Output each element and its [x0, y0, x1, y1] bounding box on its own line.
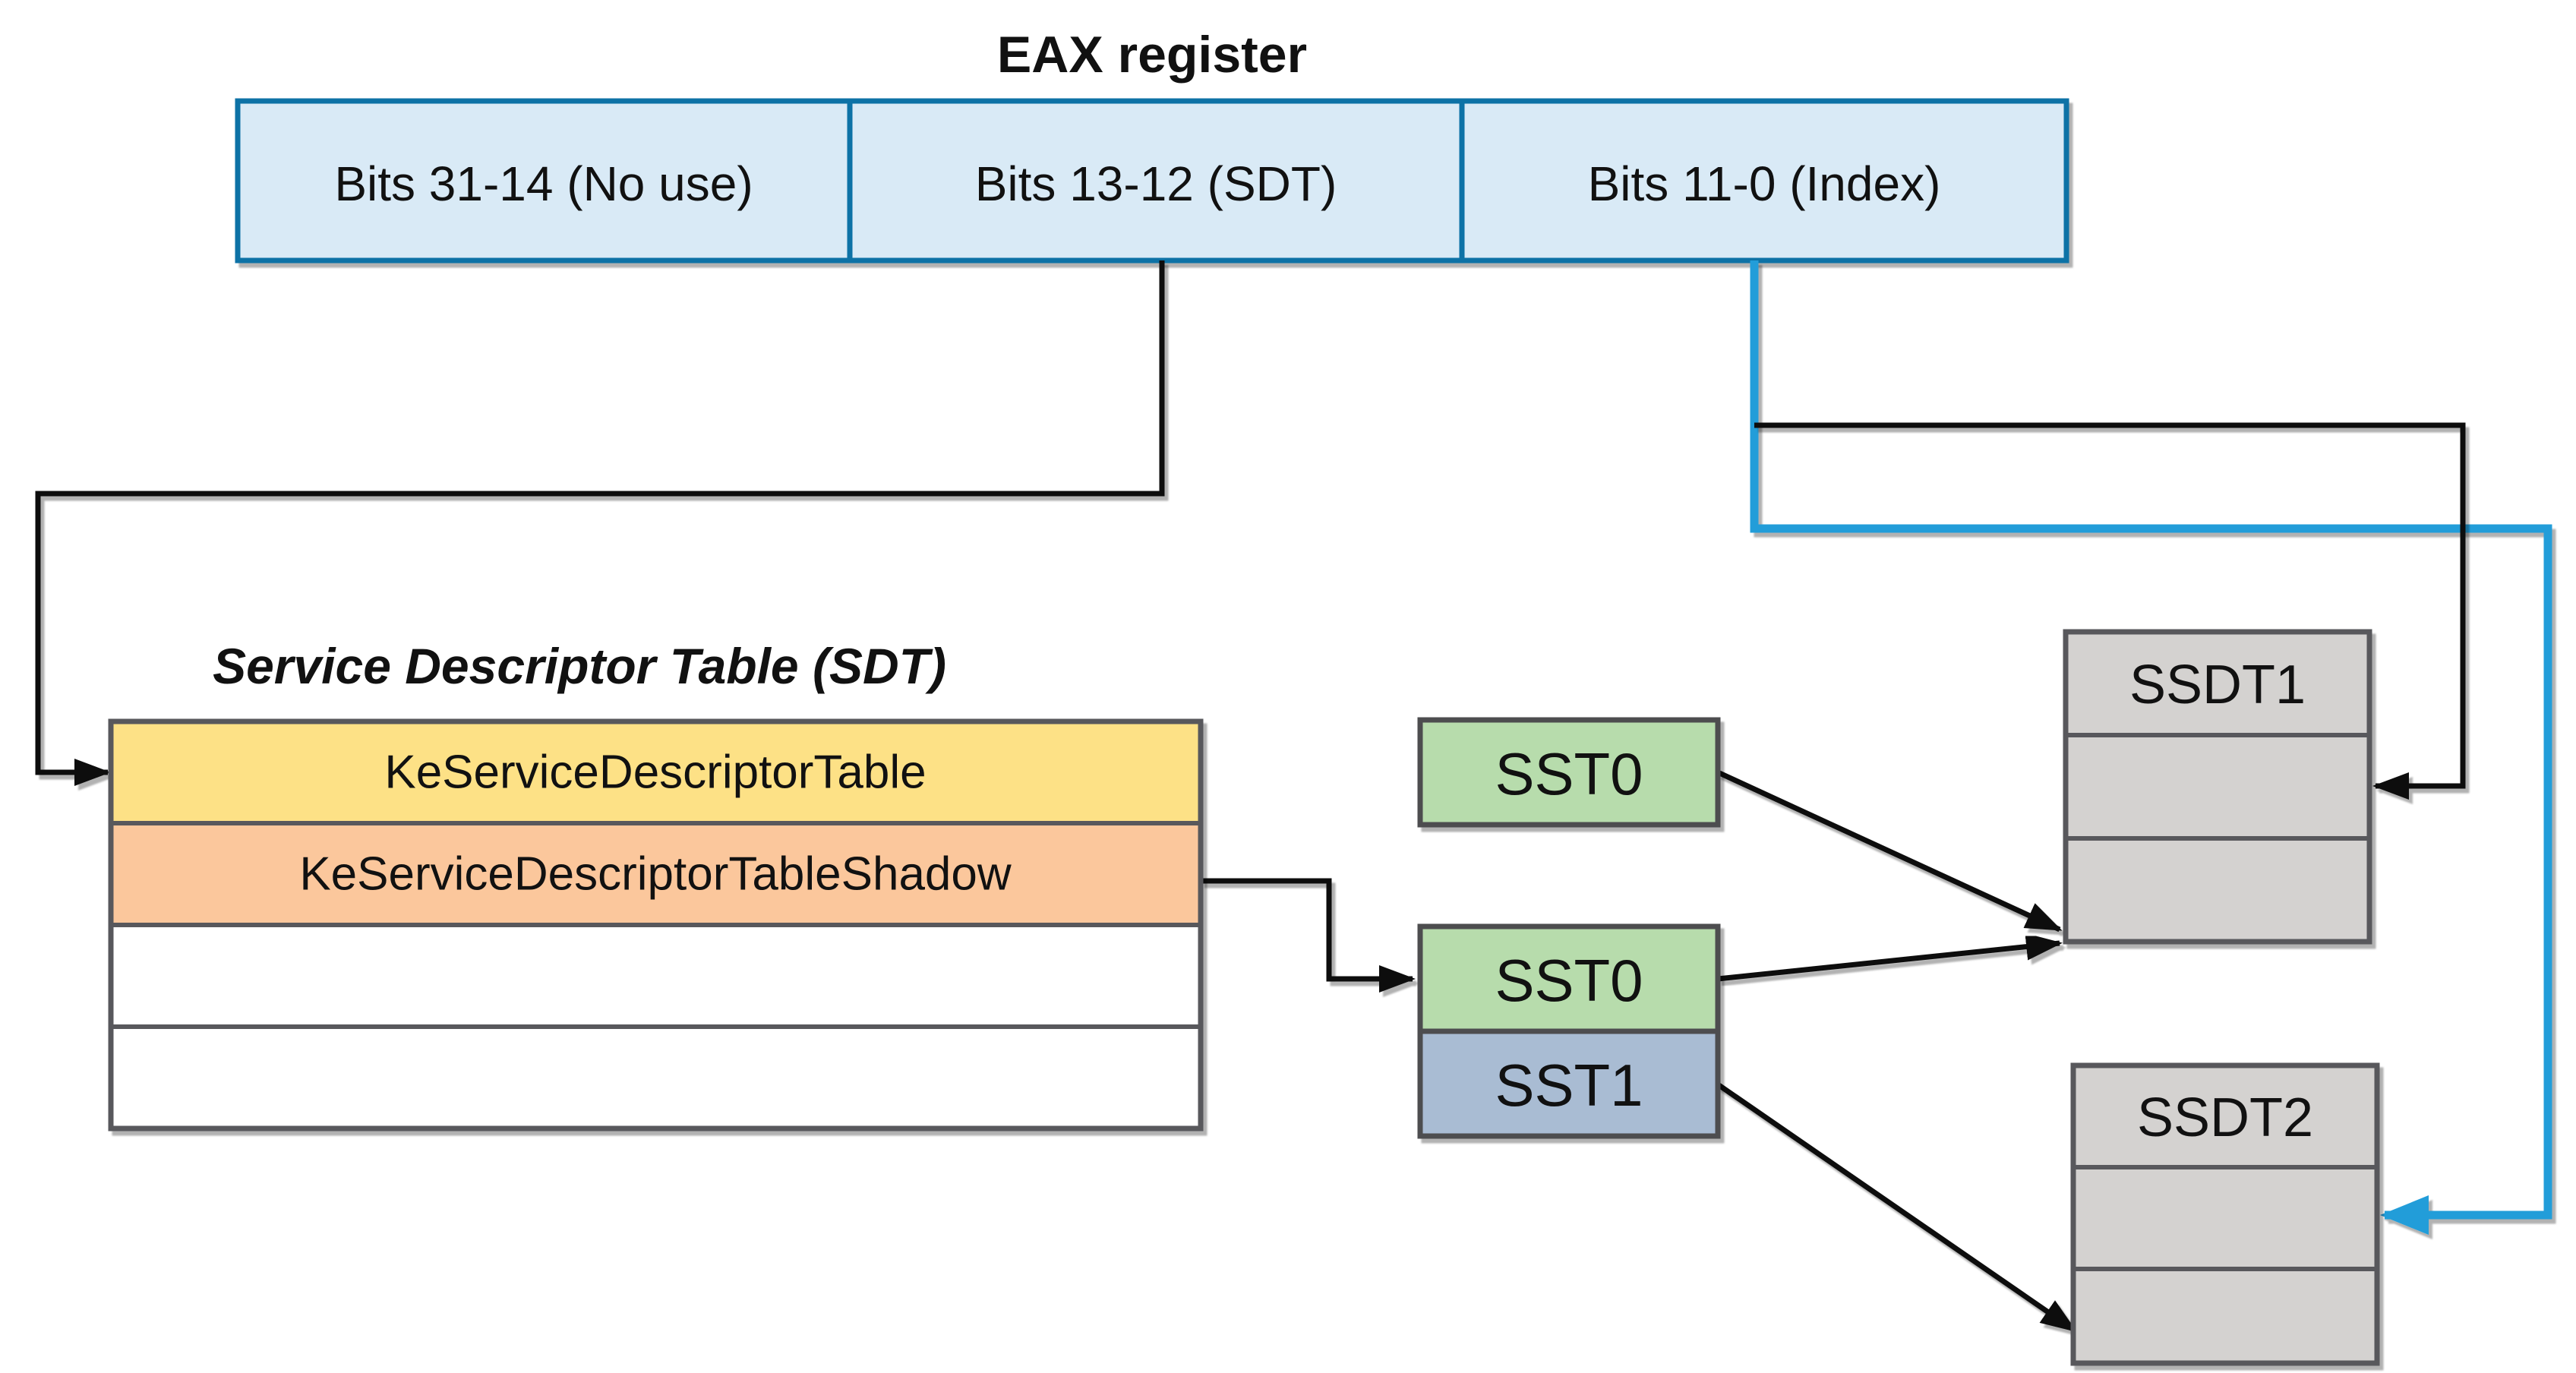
ssdt2-box	[2070, 1062, 2380, 1366]
sst0-bottom-box	[1417, 923, 1721, 1034]
connector-index-to-ssdt1	[1754, 422, 2466, 800]
sdt-table-label: Service Descriptor Table (SDT)	[213, 638, 946, 694]
sdt-row-empty-1	[109, 923, 1203, 1029]
register-cell-index	[1459, 98, 2069, 264]
sdt-table	[108, 718, 1204, 1132]
eax-register-box	[235, 98, 2069, 264]
sst-boxes	[1417, 717, 1721, 1139]
ssdt2-label: SSDT2	[2137, 1087, 2313, 1148]
sdt-table-outline	[108, 718, 1204, 1132]
sst1-box	[1417, 1028, 1721, 1139]
register-cell-sdt-label: Bits 13-12 (SDT)	[975, 156, 1337, 211]
sst0-bottom-label: SST0	[1495, 947, 1643, 1014]
connector-shadow-to-sst0	[1201, 878, 1416, 993]
connector-sst1-to-ssdt2	[1716, 1082, 2078, 1333]
ssdt2-rect	[2070, 1062, 2380, 1366]
register-cell-sdt	[847, 98, 1465, 264]
register-cell-nouse	[235, 98, 853, 264]
sdt-row-1-label: KeServiceDescriptorTable	[384, 746, 926, 799]
connector-sst0top-to-ssdt1	[1716, 769, 2063, 933]
sst0-top-box	[1417, 717, 1721, 828]
sdt-row-2-label: KeServiceDescriptorTableShadow	[299, 848, 1012, 901]
sdt-row-empty-2	[109, 1024, 1203, 1131]
register-cell-index-label: Bits 11-0 (Index)	[1588, 156, 1941, 211]
eax-register-title: EAX register	[997, 26, 1307, 84]
ssdt1-box	[2063, 629, 2372, 945]
ssdt1-rect	[2063, 629, 2372, 945]
register-cell-nouse-label: Bits 31-14 (No use)	[334, 156, 753, 211]
ssdt1-label: SSDT1	[2129, 655, 2306, 715]
connector-sst0bottom-to-ssdt1	[1717, 933, 2063, 982]
sst0-top-label: SST0	[1495, 740, 1643, 807]
connector-index-to-ssdt2	[1750, 260, 2552, 1235]
connector-sdt-to-table	[35, 260, 1165, 786]
sst1-label: SST1	[1495, 1052, 1643, 1119]
